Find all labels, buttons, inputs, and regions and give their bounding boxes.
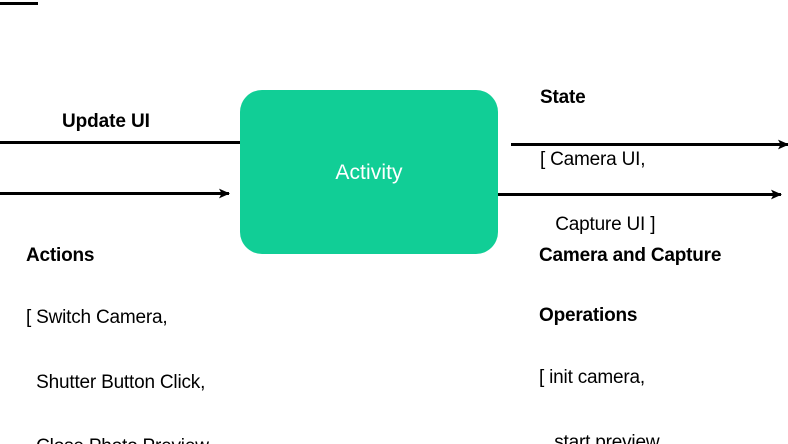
actions-item: [ Switch Camera, xyxy=(26,307,168,328)
activity-node-label: Activity xyxy=(335,160,403,184)
camera-operations-item: [ init camera, xyxy=(539,367,645,388)
actions-item: Close Photo Preview, xyxy=(26,433,251,444)
state-block: State [ Camera UI, Capture UI ] xyxy=(540,50,655,275)
crop-mark xyxy=(0,2,38,5)
activity-node[interactable]: Activity xyxy=(240,90,498,254)
edge-label-update-ui: Update UI xyxy=(62,111,150,132)
camera-operations-heading-line1: Camera and Capture xyxy=(539,245,722,266)
state-heading: State xyxy=(540,87,586,108)
actions-block: Actions [ Switch Camera, Shutter Button … xyxy=(26,208,251,444)
camera-operations-block: Camera and Capture Operations [ init cam… xyxy=(539,208,721,444)
state-item: Capture UI ] xyxy=(540,213,656,235)
camera-operations-item: start preview, xyxy=(539,431,664,444)
actions-heading: Actions xyxy=(26,245,95,266)
state-item: [ Camera UI, xyxy=(540,149,646,170)
actions-item: Shutter Button Click, xyxy=(26,371,206,393)
camera-operations-heading-line2: Operations xyxy=(539,305,638,326)
